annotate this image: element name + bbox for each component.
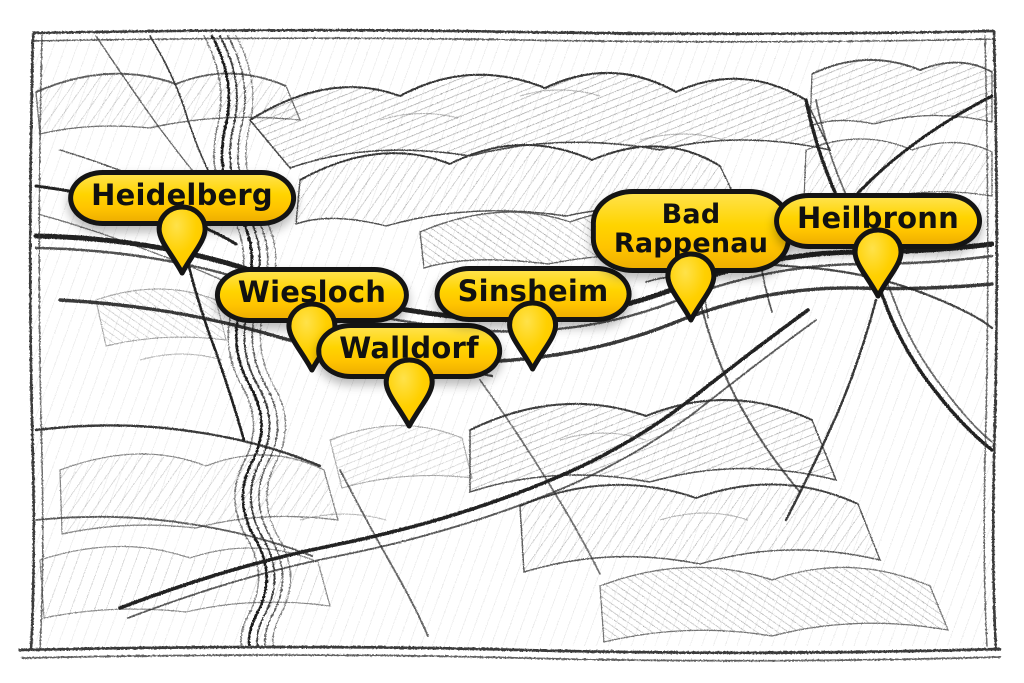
- map-pin-icon-bad-rappenau[interactable]: [663, 250, 719, 324]
- map-pin-icon-wiesloch[interactable]: [284, 300, 340, 374]
- map-marker-wiesloch[interactable]: Wiesloch: [214, 267, 410, 373]
- marker-label-bubble-wiesloch[interactable]: Wiesloch: [214, 267, 410, 373]
- map-pin-icon-sinsheim[interactable]: [505, 299, 561, 373]
- map-pin-icon-walldorf[interactable]: [381, 356, 437, 430]
- marker-label-text-bad-rappenau: Bad Rappenau: [613, 199, 769, 260]
- map-marker-sinsheim[interactable]: Sinsheim: [434, 266, 632, 372]
- map-marker-heilbronn[interactable]: Heilbronn: [774, 193, 982, 299]
- marker-label-bubble-heilbronn[interactable]: Heilbronn: [774, 193, 982, 299]
- marker-label-bubble-sinsheim[interactable]: Sinsheim: [434, 266, 632, 372]
- map-pin-icon-heilbronn[interactable]: [850, 226, 906, 300]
- marker-label-bubble-heidelberg[interactable]: Heidelberg: [68, 170, 296, 276]
- map-marker-bad-rappenau[interactable]: Bad Rappenau: [590, 189, 792, 323]
- marker-label-bubble-walldorf[interactable]: Walldorf: [316, 323, 502, 429]
- map-marker-heidelberg[interactable]: Heidelberg: [68, 170, 296, 276]
- map-pin-icon-heidelberg[interactable]: [154, 203, 210, 277]
- map-marker-walldorf[interactable]: Walldorf: [316, 323, 502, 429]
- marker-label-bubble-bad-rappenau[interactable]: Bad Rappenau: [590, 189, 792, 323]
